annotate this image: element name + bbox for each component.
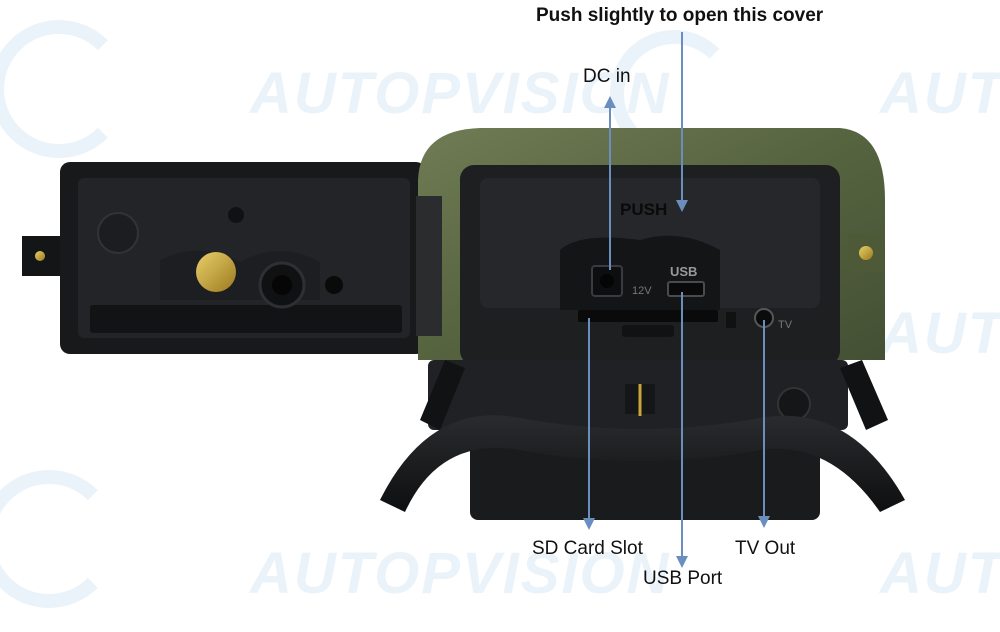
tv-marking: TV bbox=[778, 319, 793, 331]
mounting-strap bbox=[380, 415, 905, 512]
watermark-text: AUTOPVISION bbox=[250, 541, 671, 606]
tv-out-label: TV Out bbox=[735, 538, 796, 559]
push-cover-label: Push slightly to open this cover bbox=[536, 5, 824, 26]
watermark-text: AUTOPVISION bbox=[880, 541, 1000, 606]
voltage-marking: 12V bbox=[632, 285, 652, 297]
sd-card-slot-label: SD Card Slot bbox=[532, 538, 643, 559]
cover-stamp-icon bbox=[97, 212, 139, 254]
push-marking: PUSH bbox=[620, 200, 667, 219]
dc-in-label: DC in bbox=[583, 66, 631, 87]
cover-screw-icon bbox=[35, 251, 45, 261]
opened-cover bbox=[22, 162, 426, 354]
camera-body bbox=[416, 128, 885, 520]
usb-marking: USB bbox=[670, 264, 697, 279]
usb-port-label: USB Port bbox=[643, 568, 723, 589]
brass-button-icon bbox=[196, 252, 236, 292]
watermark-text: AUTOPVISION bbox=[880, 301, 1000, 366]
body-screw-icon bbox=[859, 246, 873, 260]
callout-arrows bbox=[583, 32, 770, 568]
watermark-text: AUTOPVISION bbox=[880, 61, 1000, 126]
watermark-text: AUTOPVISION bbox=[250, 61, 671, 126]
